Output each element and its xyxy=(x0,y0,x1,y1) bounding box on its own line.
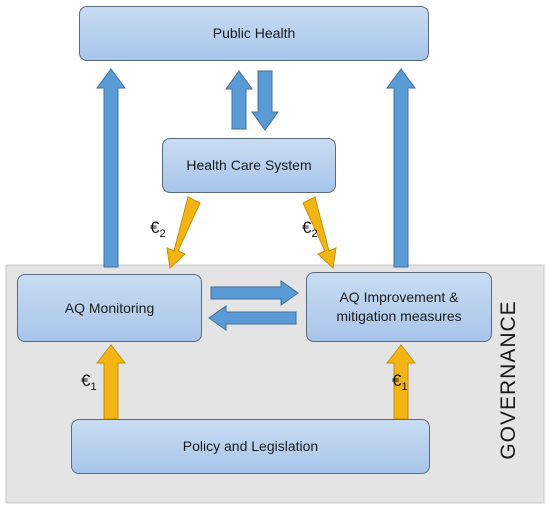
arrow-monitoring-to-public-health xyxy=(96,68,126,268)
arrow-public-health-to-health-care xyxy=(251,70,279,131)
arrow-health-care-to-monitoring xyxy=(166,196,201,270)
governance-label-text: GOVERNANCE xyxy=(497,300,520,460)
node-aq-improvement-label-line2: mitigation measures xyxy=(336,308,462,324)
funding-label-hc-monitoring: €2 xyxy=(150,218,166,240)
funding-label-policy-monitoring: €1 xyxy=(81,371,97,393)
node-aq-improvement-label-line1: AQ Improvement & xyxy=(339,289,459,305)
node-health-care-label: Health Care System xyxy=(186,157,312,173)
arrow-improvement-to-monitoring xyxy=(208,305,297,331)
node-health-care-system: Health Care System xyxy=(162,138,336,193)
node-aq-monitoring: AQ Monitoring xyxy=(17,274,202,342)
arrow-policy-to-improvement xyxy=(385,344,417,420)
arrow-health-care-to-public-health xyxy=(225,70,253,130)
funding-label-hc-improvement: €2 xyxy=(302,218,318,240)
arrow-health-care-to-improvement xyxy=(302,196,337,270)
node-aq-improvement: AQ Improvement & mitigation measures xyxy=(306,272,492,342)
arrow-monitoring-to-improvement xyxy=(210,280,299,306)
arrow-improvement-to-public-health xyxy=(386,68,416,268)
node-public-health: Public Health xyxy=(79,6,429,61)
node-policy-label: Policy and Legislation xyxy=(182,438,319,454)
node-policy-legislation: Policy and Legislation xyxy=(71,419,430,474)
funding-label-policy-improvement: €1 xyxy=(392,371,408,393)
node-public-health-label: Public Health xyxy=(212,25,296,41)
node-aq-monitoring-label: AQ Monitoring xyxy=(64,299,155,316)
arrow-policy-to-monitoring xyxy=(95,344,127,420)
